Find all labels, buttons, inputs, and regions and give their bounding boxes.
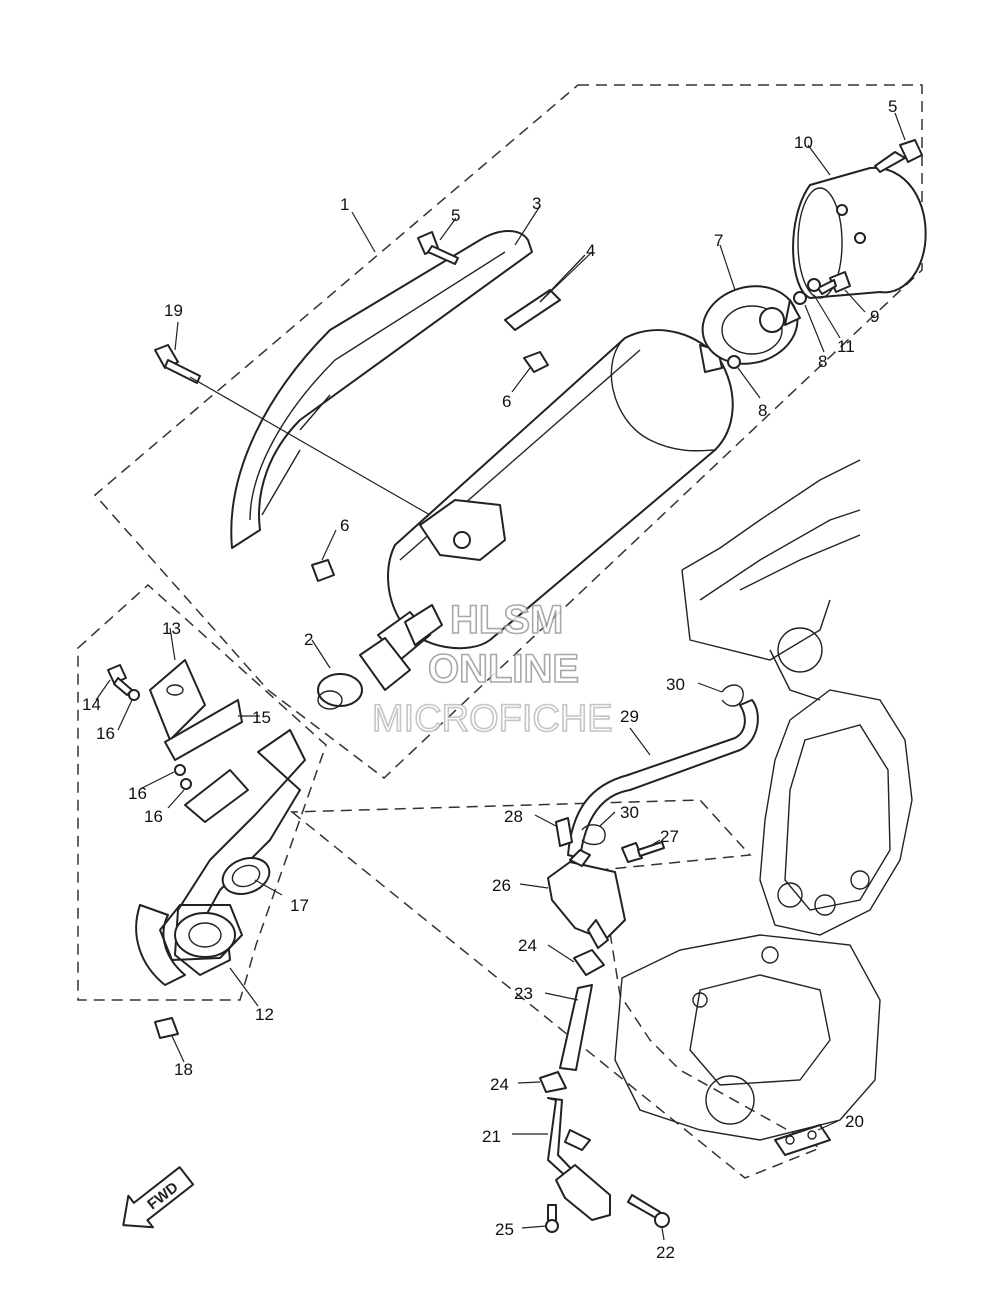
air-cut-valve-26 <box>547 849 626 949</box>
leader-lines <box>95 112 906 1241</box>
exhaust-pipe-assembly-boundary <box>77 583 327 1001</box>
bolt-19 <box>154 344 431 516</box>
bolt-5-shield <box>417 231 459 265</box>
bolt-22 <box>627 1194 670 1228</box>
nut-6-lower <box>311 559 335 582</box>
callout-8-lower: 8 <box>758 401 767 420</box>
callout-16-b: 16 <box>128 784 147 803</box>
callout-19: 19 <box>164 301 183 320</box>
callout-16-a: 16 <box>96 724 115 743</box>
bolt-14 <box>107 664 133 696</box>
watermark-line-1: HLSM <box>450 598 563 642</box>
washers-16 <box>128 689 192 790</box>
callout-28: 28 <box>504 807 523 826</box>
heat-shield-gasket <box>504 254 586 331</box>
callout-16-c: 16 <box>144 807 163 826</box>
callout-14: 14 <box>82 695 101 714</box>
watermark-line-3: MICROFICHE <box>372 698 613 740</box>
exhaust-pipe <box>135 729 306 986</box>
callout-4: 4 <box>586 241 595 260</box>
cap-28 <box>555 817 573 847</box>
callout-9: 9 <box>870 307 879 326</box>
callout-2: 2 <box>304 630 313 649</box>
clip-30-lower <box>581 824 606 846</box>
gasket-20 <box>774 1124 831 1156</box>
nut-18 <box>154 1017 179 1039</box>
callout-30-lower: 30 <box>620 803 639 822</box>
callout-labels: 1 2 3 4 5 5 6 6 7 8 8 9 10 11 12 13 14 1… <box>82 97 897 1262</box>
callout-21: 21 <box>482 1127 501 1146</box>
callout-11: 11 <box>837 337 855 356</box>
hose-29 <box>567 699 759 859</box>
clamp-24-upper <box>573 949 605 976</box>
callout-1: 1 <box>340 195 349 214</box>
callout-7: 7 <box>714 231 723 250</box>
callout-20: 20 <box>845 1112 864 1131</box>
gasket-17 <box>221 857 271 895</box>
callout-29: 29 <box>620 707 639 726</box>
bolt-9 <box>817 271 851 295</box>
callout-12: 12 <box>255 1005 274 1024</box>
callout-24-lower: 24 <box>490 1075 509 1094</box>
callout-13: 13 <box>162 619 181 638</box>
callout-24-upper: 24 <box>518 936 537 955</box>
callout-23: 23 <box>514 984 533 1003</box>
air-induction-boundary <box>289 799 822 1179</box>
watermark-line-2: ONLINE <box>428 647 579 691</box>
callout-30-upper: 30 <box>666 675 685 694</box>
tail-pipe <box>701 285 801 365</box>
callout-15: 15 <box>252 708 271 727</box>
watermark: HLSM ONLINE MICROFICHE <box>371 597 613 741</box>
hose-23 <box>559 984 593 1071</box>
frame-outline <box>681 459 861 701</box>
nut-6-upper <box>523 351 549 373</box>
air-induction-pipe-21 <box>547 1097 611 1221</box>
bolt-25 <box>545 1204 559 1233</box>
cylinder-head-outline <box>614 934 881 1141</box>
callout-26: 26 <box>492 876 511 895</box>
callout-17: 17 <box>290 896 309 915</box>
callout-25: 25 <box>495 1220 514 1239</box>
bolt-5-upper <box>874 139 923 173</box>
muffler-assembly-boundary <box>93 84 923 779</box>
muffler <box>359 329 734 691</box>
callout-5-upper: 5 <box>888 97 897 116</box>
washers-8-11 <box>727 278 821 369</box>
callout-10: 10 <box>794 133 813 152</box>
clip-30-upper <box>721 684 744 707</box>
callout-22: 22 <box>656 1243 675 1262</box>
bolt-27 <box>621 841 665 863</box>
crankcase-cover-outline <box>759 689 913 936</box>
callout-6-lower: 6 <box>340 516 349 535</box>
callout-8-upper: 8 <box>818 352 827 371</box>
callout-3: 3 <box>532 194 541 213</box>
callout-5-shield: 5 <box>451 206 460 225</box>
callout-18: 18 <box>174 1060 193 1079</box>
callout-27: 27 <box>660 827 679 846</box>
callout-6-upper: 6 <box>502 392 511 411</box>
end-cap <box>792 166 927 299</box>
exhaust-protector <box>149 659 249 823</box>
heat-shield <box>230 230 533 549</box>
gasket-2 <box>317 673 363 710</box>
fwd-arrow-icon: FWD <box>122 1166 195 1229</box>
clamp-24-lower <box>539 1071 567 1093</box>
